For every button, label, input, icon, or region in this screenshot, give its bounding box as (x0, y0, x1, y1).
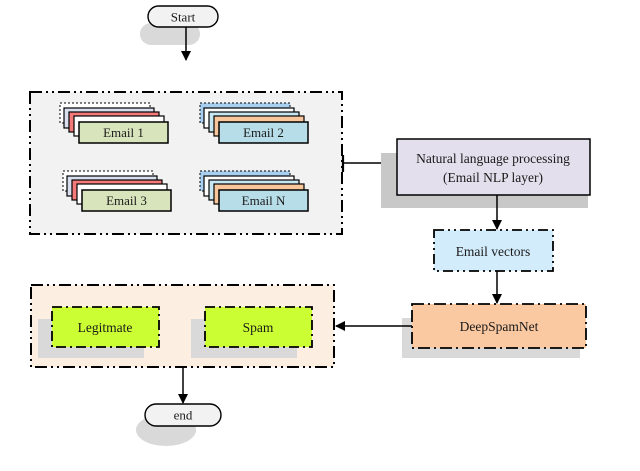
email-stack: Email 1 (59, 102, 169, 144)
email-label: Email 3 (106, 193, 147, 208)
nlp-node: Natural language processing (Email NLP l… (381, 138, 591, 208)
vectors-node: Email vectors (433, 229, 554, 272)
spam-box (204, 306, 313, 348)
model-label: DeepSpamNet (460, 319, 539, 334)
nlp-box (396, 138, 591, 196)
vectors-box (433, 229, 554, 272)
email-stack: Email 3 (62, 170, 172, 212)
email-card (81, 189, 172, 212)
vectors-label: Email vectors (456, 244, 531, 259)
end-label: end (174, 408, 193, 423)
output-group: Legitmate Spam (30, 284, 335, 368)
legitimate-box (51, 306, 160, 348)
end-node: end (136, 403, 222, 446)
email-stack: Email 2 (199, 102, 309, 144)
email-card (218, 189, 309, 212)
output-spam: Spam (191, 306, 313, 358)
email-label: Email N (242, 193, 286, 208)
legitimate-label: Legitmate (78, 320, 133, 335)
email-group: Email 1 Email 2 Email 3 Email N (29, 91, 343, 235)
start-shape (147, 5, 219, 28)
email-label: Email 1 (103, 125, 144, 140)
email-stack: Email N (199, 170, 309, 212)
start-label: Start (171, 10, 196, 25)
email-card (218, 121, 309, 144)
start-shadow (140, 23, 200, 45)
email-label: Email 2 (243, 125, 284, 140)
spam-label: Spam (243, 320, 274, 335)
start-node: Start (140, 5, 219, 45)
output-legitimate: Legitmate (38, 306, 160, 358)
model-node: DeepSpamNet (402, 303, 587, 358)
end-shape (144, 403, 222, 427)
nlp-label-line2: (Email NLP layer) (443, 170, 543, 185)
nlp-label-line1: Natural language processing (416, 151, 570, 166)
email-card (78, 121, 169, 144)
